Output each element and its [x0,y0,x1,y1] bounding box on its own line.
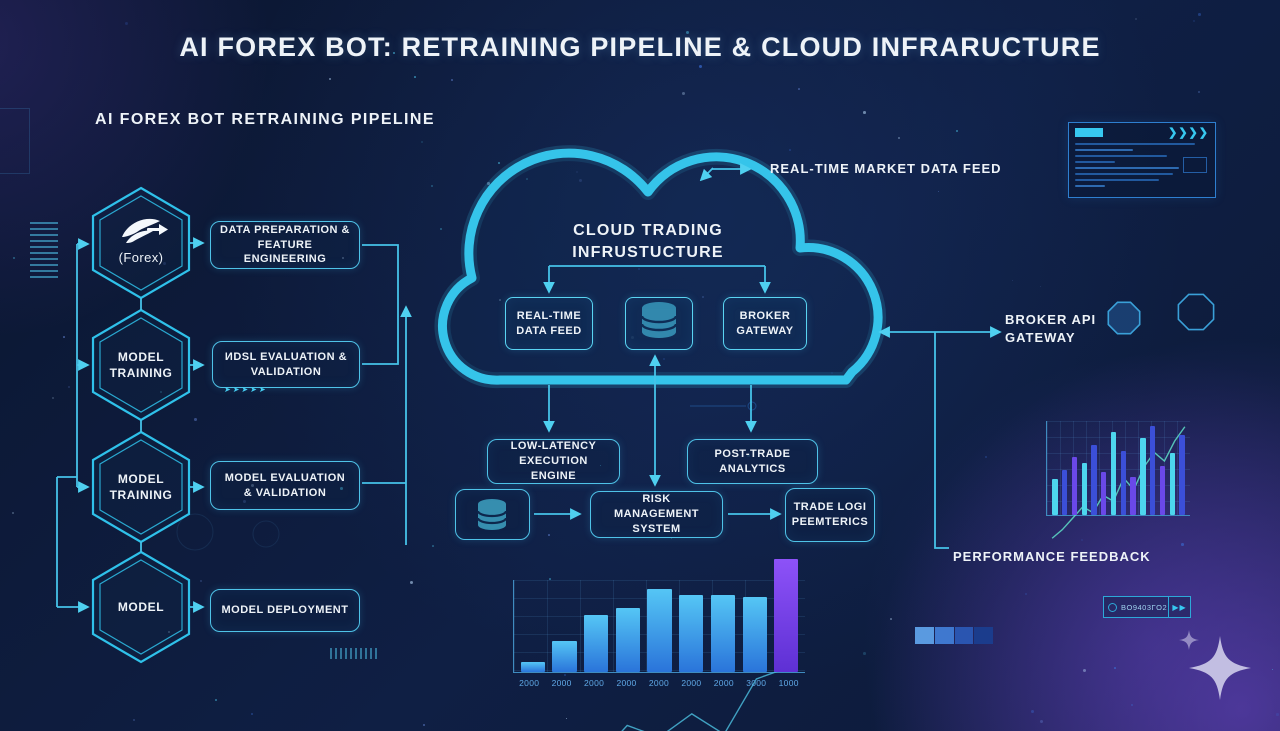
bar-series [514,558,805,672]
terminal-chip [1075,128,1103,137]
label-market-data-feed: REAL-TIME MARKET DATA FEED [770,161,1002,176]
box-post-trade-analytics: POST-TRADE ANALYTICS [687,439,818,484]
box-evaluation-validation-2: MODEL EVALUATION & VALIDATION [210,461,360,510]
tick-arrows-icon: ➤➤➤➤➤ [224,385,268,394]
widget-text: BO9403ΓO2 [1121,602,1168,612]
box-database [625,297,693,350]
chart-plot-area [1046,421,1190,516]
box-data-preparation: DATA PREPARATION & FEATURE ENGINEERING [210,221,360,269]
label-broker-api-gateway: BROKER API GATEWAY [1005,312,1097,346]
terminal-mini-window [1183,157,1207,173]
hex-label-model-training-2: MODEL TRAINING [109,472,173,502]
box-evaluation-validation-1: ИDSL EVALUATION & VALIDATION [212,341,360,388]
box-realtime-data-feed: REAL-TIME DATA FEED [505,297,593,350]
box-risk-management: RISK MANAGEMENT SYSTEM [590,491,723,538]
hex-label-forex: (Forex) [118,250,164,265]
label-performance-feedback: PERFORMANCE FEEDBACK [953,549,1151,564]
box-low-latency-engine: LOW-LATENCY EXECUTION ENGINE [487,439,620,484]
box-model-deployment: MODEL DEPLOYMENT [210,589,360,632]
search-widget: BO9403ΓO2 ▶▶ [1103,596,1191,618]
chart-plot-area [513,558,805,673]
play-double-icon: ▶▶ [1168,597,1190,617]
box-broker-gateway: BROKER GATEWAY [723,297,807,350]
hex-label-model: MODEL [117,600,165,614]
trend-line [514,580,805,731]
terminal-window: ❯❯❯❯ [1068,122,1216,198]
corner-bracket-decoration [0,108,30,174]
bar-series [1047,421,1190,515]
gradient-bar-decoration [915,627,993,644]
pipeline-heading: AI FOREX BOT RETRAINING PIPELINE [95,111,435,128]
terminal-text-lines [1075,143,1209,187]
dash-stack-decoration [30,222,58,280]
box-trade-log: TRADE LOGI PEEMTERICS [785,488,875,542]
tick-row-decoration [330,648,380,659]
cloud-title: CLOUD TRADING INFRUSTUCTURE [572,222,724,261]
circle-icon [1108,602,1117,612]
box-data-store [455,489,530,540]
chevrons-right-icon: ❯❯❯❯ [1168,127,1209,139]
hex-label-model-training-1: MODEL TRAINING [109,350,173,380]
page-title: AI FOREX BOT: RETRAINING PIPELINE & CLOU… [179,32,1101,62]
performance-mini-chart [1038,415,1190,520]
trend-line [1047,421,1190,564]
sparkle-icon [1179,630,1251,700]
